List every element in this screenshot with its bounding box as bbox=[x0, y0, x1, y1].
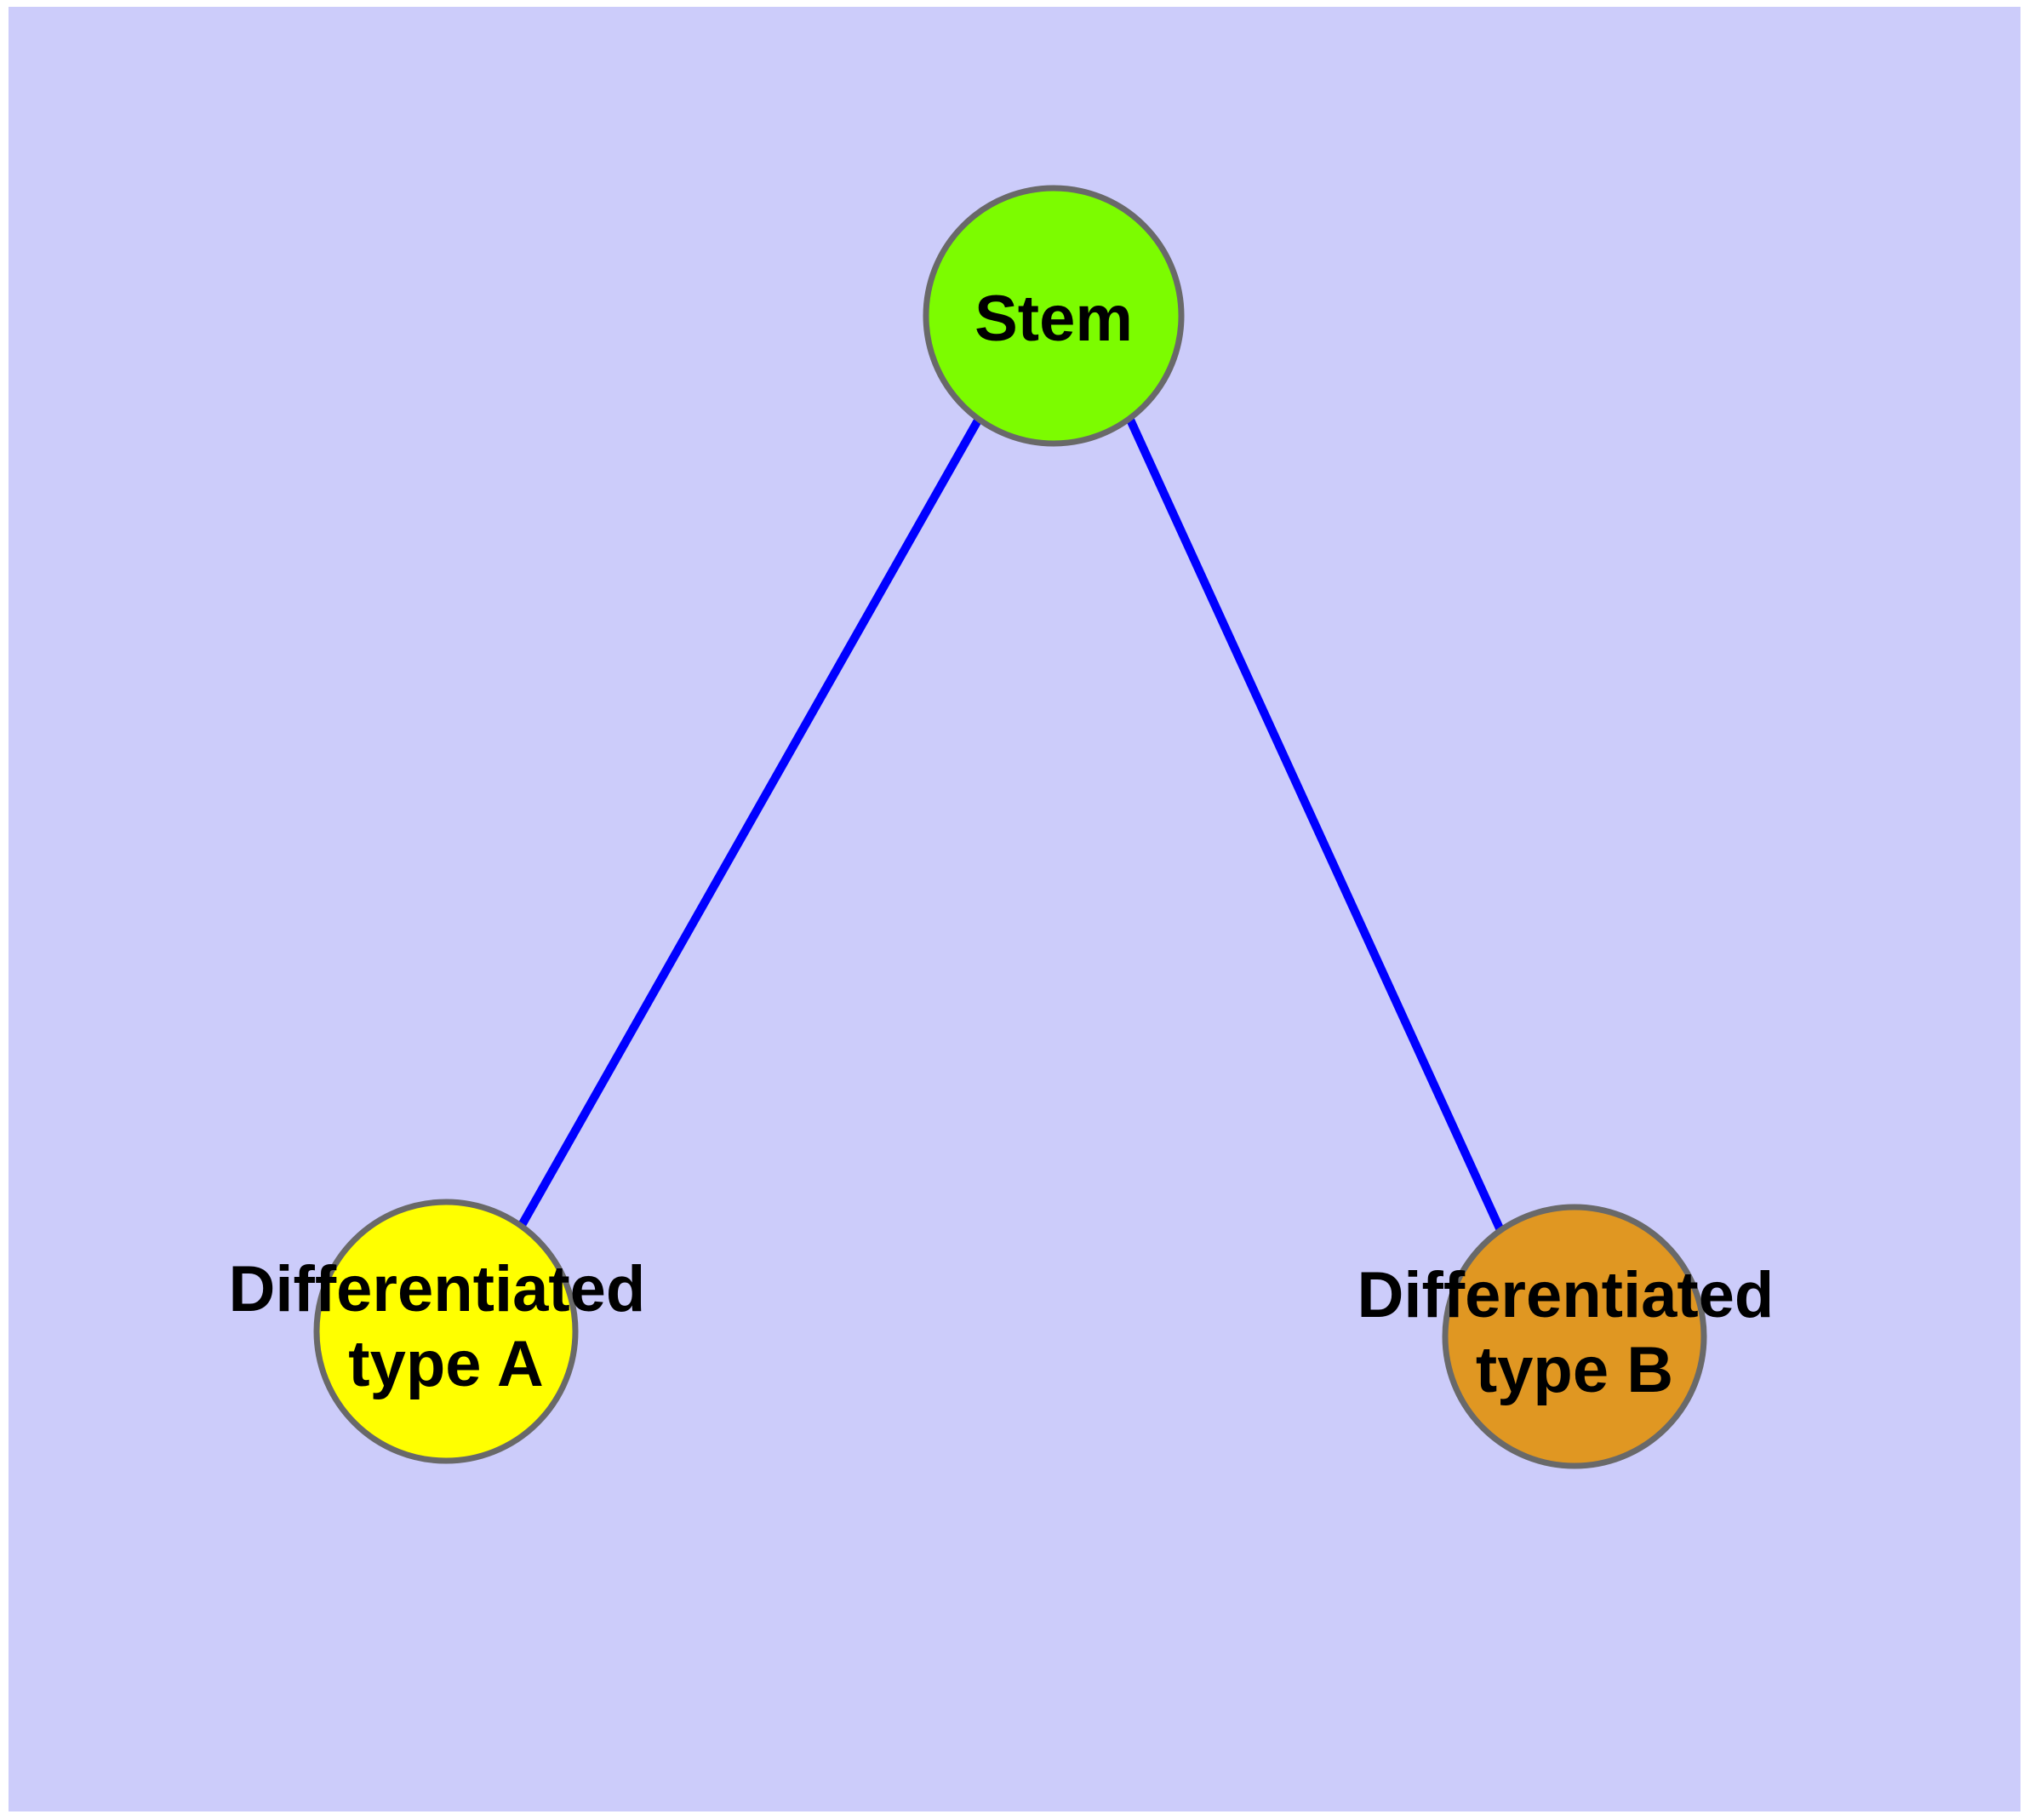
node-layer: Stem Differentiated type A Differentiate… bbox=[229, 185, 1792, 1469]
node-differentiated-type-a[interactable]: Differentiated type A bbox=[229, 1199, 664, 1464]
node-stem-circle[interactable] bbox=[923, 185, 1185, 447]
node-stem[interactable]: Stem bbox=[923, 185, 1185, 447]
node-stem-label: Stem bbox=[974, 283, 1133, 355]
node-differentiated-type-a-circle[interactable] bbox=[313, 1199, 579, 1464]
node-differentiated-type-b[interactable]: Differentiated type B bbox=[1357, 1204, 1792, 1469]
node-differentiated-type-b-label: Differentiated type B bbox=[1357, 1259, 1792, 1406]
node-differentiated-type-b-circle[interactable] bbox=[1442, 1204, 1707, 1469]
node-differentiated-type-a-label: Differentiated type A bbox=[229, 1253, 664, 1400]
